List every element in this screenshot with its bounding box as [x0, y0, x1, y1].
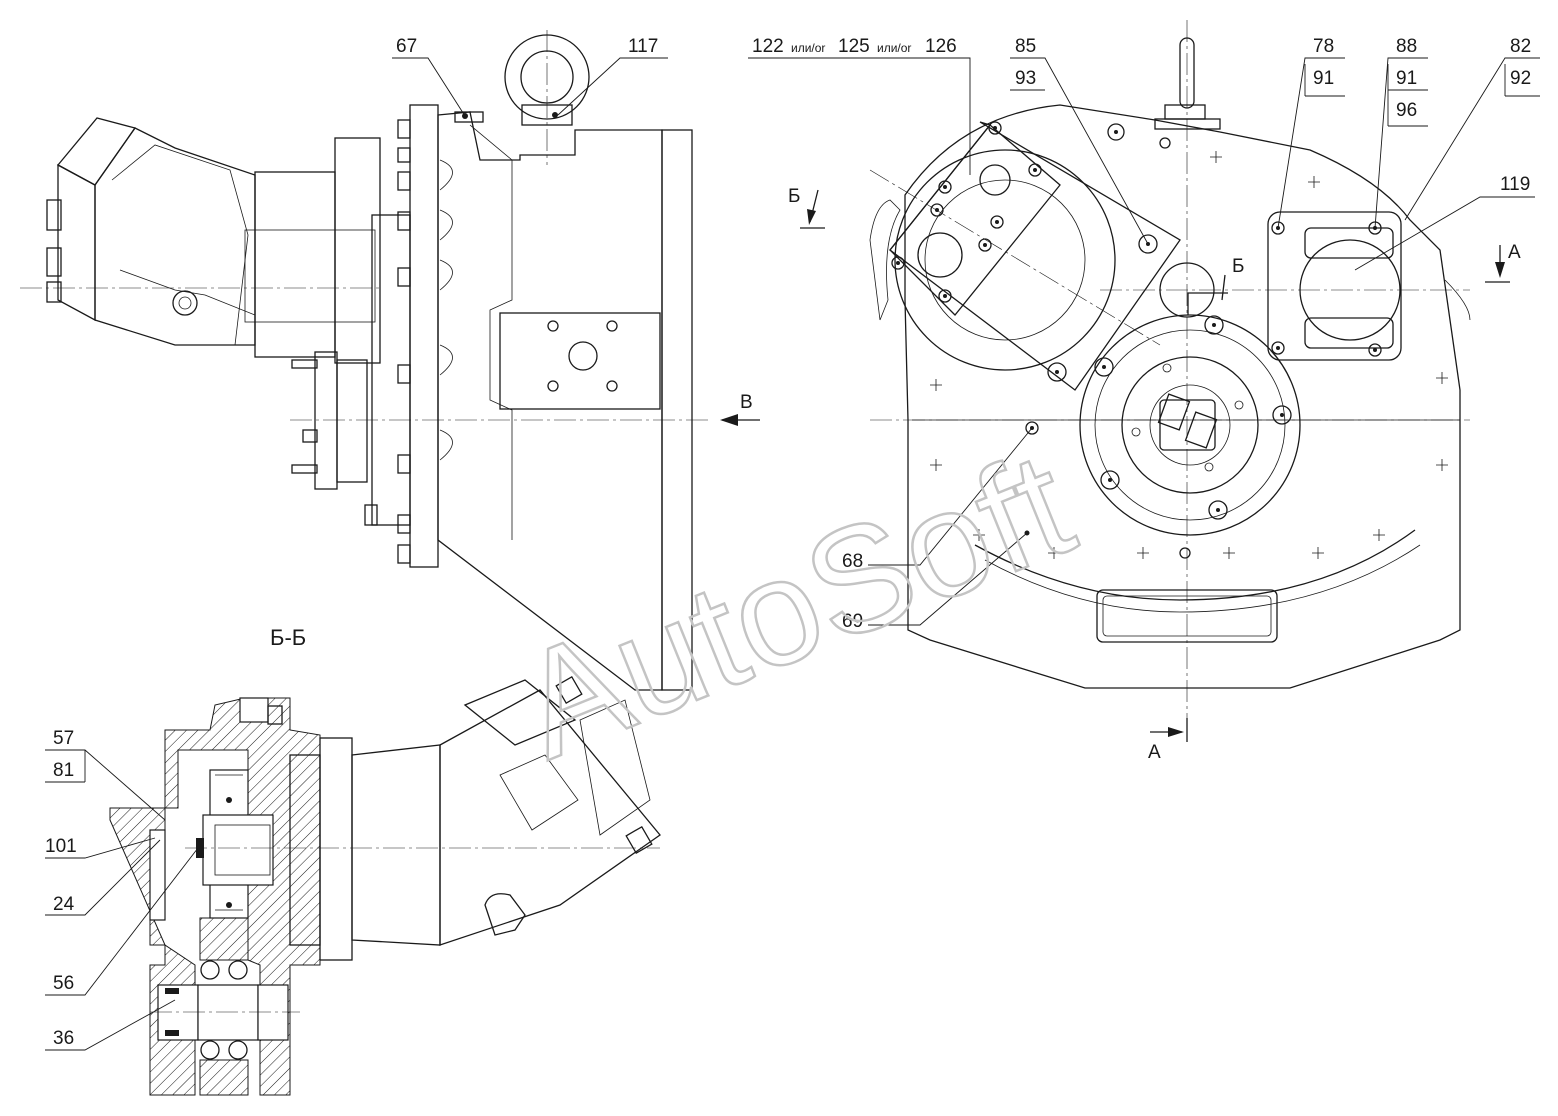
rear-flange [661, 129, 693, 691]
callout-93: 93 [1015, 68, 1036, 89]
plate-bolts [891, 121, 1171, 382]
output-bolts [1094, 315, 1292, 520]
breather-plate [1267, 211, 1402, 361]
callout-125: 125 [838, 36, 870, 57]
callout-78: 78 [1313, 36, 1334, 57]
callout-69: 69 [842, 611, 863, 632]
callout-88: 88 [1396, 36, 1417, 57]
callout-126: 126 [925, 36, 957, 57]
callout-57: 57 [53, 728, 74, 749]
section-marker-b-center: Б [1232, 256, 1244, 277]
reference-crosses [930, 151, 1448, 559]
section-shaft [202, 814, 274, 886]
callout-91-b: 91 [1396, 68, 1417, 89]
side-view: В [20, 30, 760, 691]
lower-flange [314, 351, 338, 490]
callout-56: 56 [53, 973, 74, 994]
housing-ribs [439, 159, 453, 461]
motor-contour [111, 144, 249, 346]
callout-119: 119 [1500, 174, 1530, 195]
section-seal [149, 829, 166, 921]
motor-bolt-low [46, 281, 62, 303]
callout-122: 122 [752, 36, 784, 57]
callout-68: 68 [842, 551, 863, 572]
lower-arc [974, 529, 1416, 601]
gear-housing [437, 111, 663, 691]
output-flange [1079, 314, 1301, 536]
callout-85: 85 [1015, 36, 1036, 57]
section-pump-neck [351, 744, 441, 946]
callouts: 67 117 122 или/or 125 или/or 126 85 93 7… [45, 36, 1540, 1049]
mounting-pad [499, 312, 661, 410]
motor-end-cap [56, 117, 137, 186]
callout-117: 117 [628, 36, 658, 57]
motor-bolt-top [46, 199, 62, 231]
motor-housing [94, 127, 256, 346]
pump-mount-circle [894, 149, 1116, 371]
front-view [800, 20, 1510, 742]
callout-67: 67 [396, 36, 417, 57]
callout-36: 36 [53, 1028, 74, 1049]
main-flange [371, 214, 411, 526]
view-arrow-label: В [740, 392, 753, 413]
flange-bolts [364, 119, 411, 564]
or-word-2: или/or [877, 41, 911, 55]
callout-24: 24 [53, 894, 75, 915]
callout-92: 92 [1510, 68, 1531, 89]
section-view [109, 675, 661, 1096]
housing-flange [409, 104, 439, 568]
section-marker-a-right: А [1508, 242, 1521, 263]
motor-end-face [57, 163, 96, 322]
callout-82: 82 [1510, 36, 1531, 57]
callout-101: 101 [45, 836, 77, 857]
motor-port [172, 290, 198, 316]
callout-91-a: 91 [1313, 68, 1334, 89]
leader-lines [45, 57, 1540, 1051]
adapter-block [254, 171, 336, 358]
watermark: AutoSoft [496, 419, 1092, 790]
section-marker-a-bottom: А [1148, 742, 1161, 763]
section-title: Б-Б [270, 625, 306, 650]
or-word-1: или/or [791, 41, 825, 55]
gearbox-body [904, 104, 1461, 689]
callout-81: 81 [53, 760, 74, 781]
motor-bolt-mid [46, 247, 62, 277]
shaft-housing [244, 229, 376, 323]
section-pump-body [439, 689, 661, 946]
section-marker-b-left: Б [788, 186, 800, 207]
adapter-flange [334, 137, 381, 364]
callout-96: 96 [1396, 100, 1417, 121]
